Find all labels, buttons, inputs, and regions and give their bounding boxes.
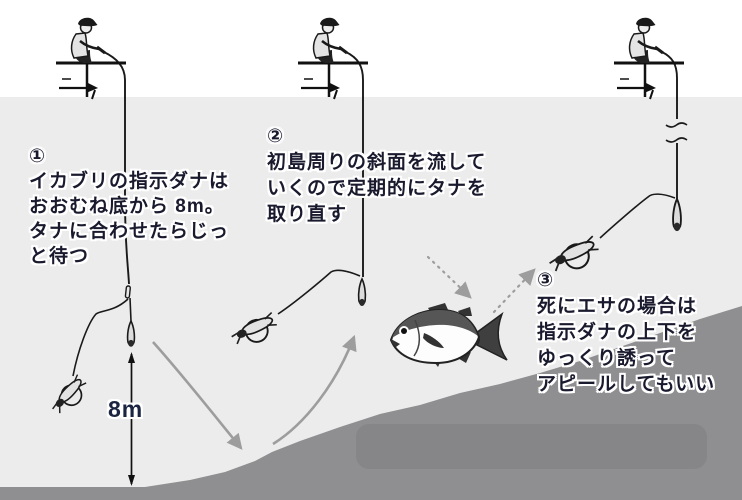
sinker-icon <box>357 278 367 307</box>
leader-line <box>72 298 129 377</box>
line-break-mark-icon <box>665 122 688 128</box>
step3-line: ゆっくり誘って <box>537 348 677 369</box>
step3-note: ③ 死にエサの場合は 指示ダナの上下を ゆっくり誘って アピールしてもいい <box>537 268 715 398</box>
step3-line: 指示ダナの上下を <box>537 322 698 343</box>
fish-icon <box>389 303 508 367</box>
step1-line: イカブリの指示ダナは <box>29 171 230 192</box>
angler-station-3 <box>612 16 686 101</box>
step1-line: おおむね底から 8m。 <box>29 196 225 217</box>
leader-line <box>599 193 676 239</box>
fish-leave-dashed-arrow-icon <box>492 268 536 314</box>
fish-approach-dashed-arrow-icon <box>426 255 472 299</box>
rig-1 <box>47 51 136 420</box>
sinker-icon <box>126 320 136 348</box>
depth-measure-arrow-icon <box>128 352 135 486</box>
swivel-icon <box>124 285 131 299</box>
step2-line: いくので定期的にタナを <box>267 178 488 199</box>
step1-number: ① <box>29 146 47 167</box>
sinker-icon <box>672 198 682 233</box>
angler-station-1 <box>54 16 128 101</box>
leader-line <box>277 269 361 315</box>
step3-line: 死にエサの場合は <box>537 296 698 317</box>
lift-path-arrow-icon <box>272 334 357 446</box>
step1-line: タナに合わせたらじっ <box>29 221 230 242</box>
step3-number: ③ <box>537 270 555 291</box>
step2-line: 初島周りの斜面を流して <box>267 152 487 173</box>
sink-path-arrow-icon <box>152 341 243 450</box>
seabed-patch <box>356 424 707 469</box>
fishing-line <box>345 51 364 277</box>
step2-note: ② 初島周りの斜面を流して いくので定期的にタナを 取り直す <box>267 124 487 228</box>
step1-note: ① イカブリの指示ダナは おおむね底から 8m。 タナに合わせたらじっ と待つ <box>29 144 229 269</box>
line-break-mark-icon <box>665 137 688 143</box>
step3-line: アピールしてもいい <box>537 374 716 395</box>
step2-line: 取り直す <box>267 204 348 225</box>
depth-label: 8m <box>108 396 144 422</box>
angler-station-2 <box>296 16 370 101</box>
step2-number: ② <box>267 126 285 147</box>
rig-2 <box>228 51 367 352</box>
fishing-line <box>103 51 130 285</box>
step1-line: と待つ <box>29 246 90 267</box>
